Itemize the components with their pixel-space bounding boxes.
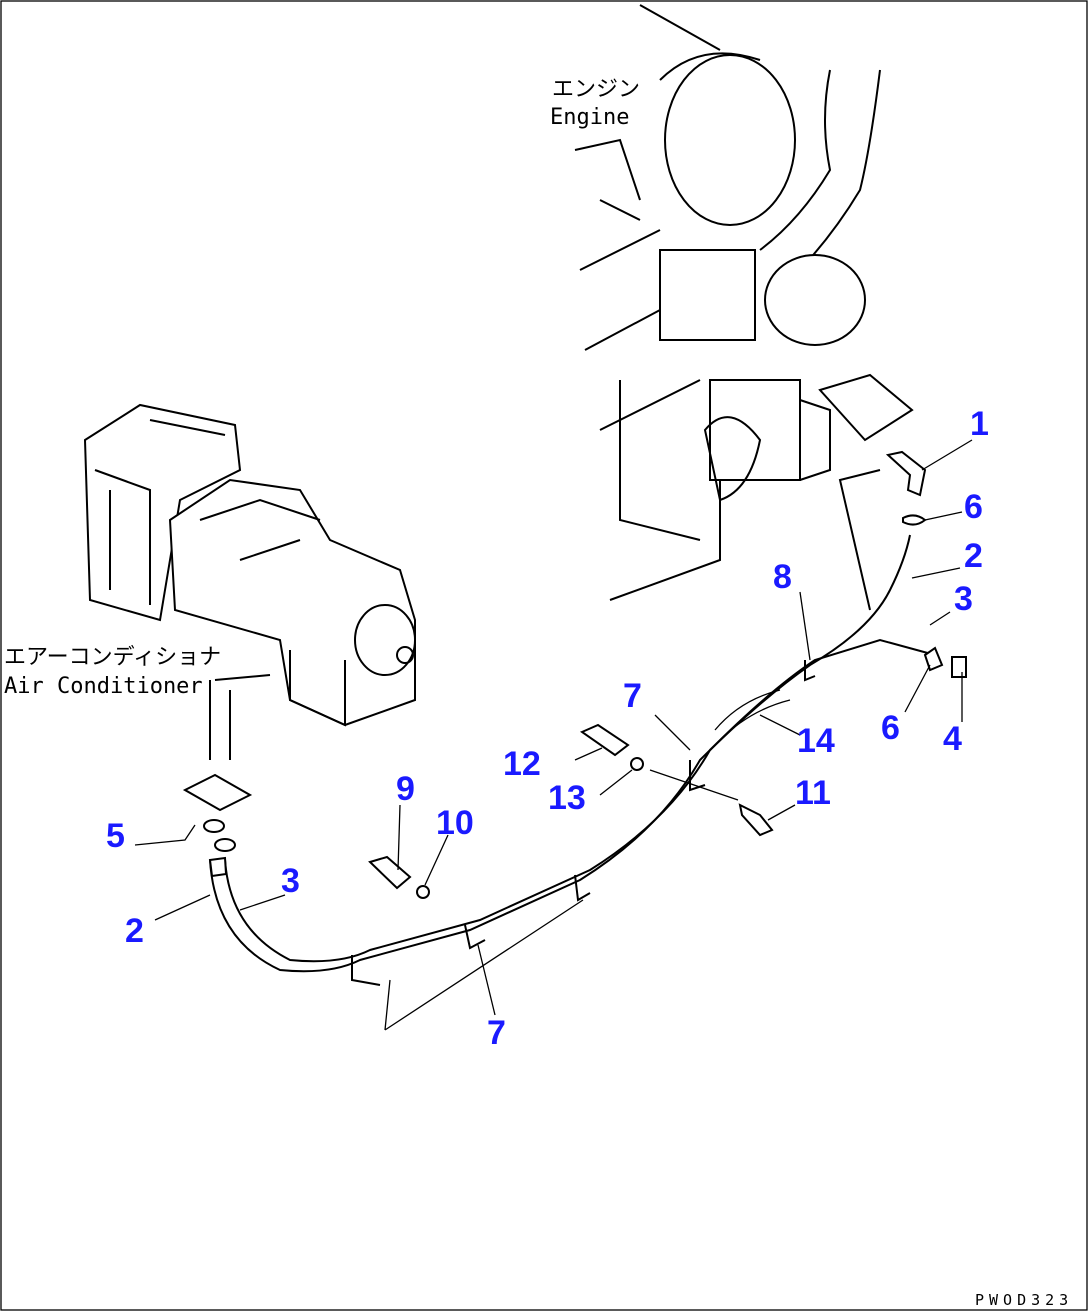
callout-11: 11: [795, 774, 831, 812]
callout-7: 7: [623, 677, 642, 715]
callout-12: 12: [503, 745, 541, 783]
callout-10: 10: [436, 804, 474, 842]
callout-4: 4: [943, 720, 962, 758]
callout-6: 6: [964, 488, 983, 526]
callout-3: 3: [954, 580, 973, 618]
ac-caption-jp: エアーコンディショナ: [4, 645, 221, 670]
callout-5: 5: [106, 817, 125, 855]
drawing-code: PWOD323: [975, 1291, 1073, 1309]
callout-2: 2: [964, 537, 983, 575]
ac-caption-en: Air Conditioner: [4, 674, 203, 699]
leader-lines: [134, 439, 973, 1031]
heater-hoses: [203, 450, 967, 986]
callout-6b: 6: [881, 709, 900, 747]
callout-14: 14: [797, 722, 835, 760]
engine-drawing: [574, 4, 914, 601]
callout-8: 8: [773, 558, 792, 596]
callout-2b: 2: [125, 912, 144, 950]
callout-1: 1: [970, 405, 989, 443]
callout-13: 13: [548, 779, 586, 817]
callout-9: 9: [396, 770, 415, 808]
engine-caption-jp: エンジン: [552, 77, 640, 102]
engine-caption-en: Engine: [550, 105, 629, 130]
callout-7b: 7: [487, 1014, 506, 1052]
callout-3b: 3: [281, 862, 300, 900]
air-conditioner-drawing: [83, 403, 416, 812]
